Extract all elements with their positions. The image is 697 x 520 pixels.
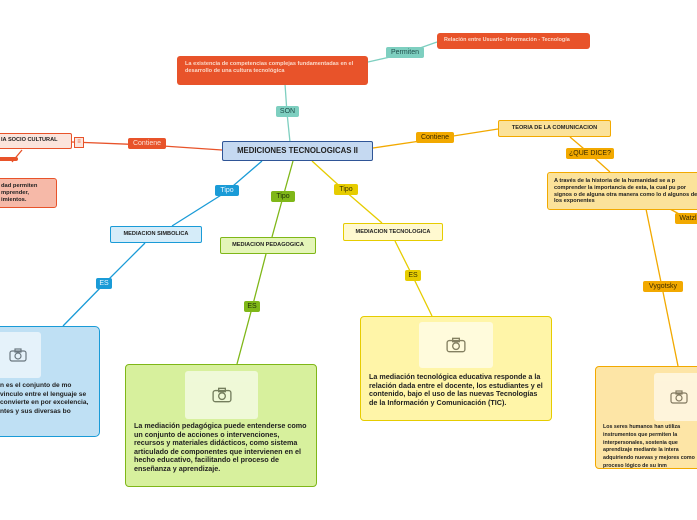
collapse-icon[interactable]: ≡: [74, 137, 84, 148]
es-tecnologica-label[interactable]: ES: [405, 270, 421, 281]
camera-icon: [8, 348, 27, 362]
vygotsky-label[interactable]: Vygotsky: [643, 281, 683, 292]
tipo-simbolica-label[interactable]: Tipo: [215, 185, 239, 196]
left-text-node[interactable]: dad permiten mprender, imientos.: [0, 178, 57, 208]
competencias-node[interactable]: La existencia de competencias complejas …: [177, 56, 368, 85]
son-label[interactable]: SON: [276, 106, 299, 117]
pedagogica-image: [185, 371, 258, 419]
mediacion-pedagogica-node[interactable]: MEDIACION PEDAGOGICA: [220, 237, 316, 254]
contiene-left-label[interactable]: Contiene: [128, 138, 166, 149]
permiten-label[interactable]: Permiten: [386, 47, 424, 58]
pedagogica-text: La mediación pedagógica puede entenderse…: [134, 421, 307, 473]
que-dice-label[interactable]: ¿QUE DICE?: [566, 148, 614, 159]
es-simbolica-label[interactable]: ES: [96, 278, 112, 289]
tecnologica-text: La mediación tecnológica educativa respo…: [369, 372, 543, 407]
watz-label[interactable]: Watzl: [675, 213, 697, 224]
es-pedagogica-label[interactable]: ES: [244, 301, 260, 312]
central-topic[interactable]: MEDICIONES TECNOLOGICAS II: [222, 141, 373, 161]
relacion-node[interactable]: Relación entre Usuario- Información - Te…: [437, 33, 590, 49]
teoria-text-node[interactable]: A través de la historia de la humanidad …: [547, 172, 697, 210]
contiene-right-label[interactable]: Contiene: [416, 132, 454, 143]
mediacion-simbolica-node[interactable]: MEDIACION SIMBOLICA: [110, 226, 202, 243]
tipo-pedagogica-label[interactable]: Tipo: [271, 191, 295, 202]
camera-icon: [670, 390, 688, 404]
simbolica-text: n es el conjunto de mo vinculo entre el …: [0, 382, 89, 415]
teoria-node[interactable]: TEORIA DE LA COMUNICACION: [498, 120, 611, 137]
dice-left-label[interactable]: [0, 157, 18, 161]
simbolica-image: [0, 332, 41, 378]
vygotsky-image: [654, 373, 697, 421]
tipo-tecnologica-label[interactable]: Tipo: [334, 184, 358, 195]
socio-cultural-node[interactable]: IA SOCIO CULTURAL: [0, 133, 72, 149]
tecnologica-image: [419, 322, 493, 368]
mediacion-tecnologica-node[interactable]: MEDIACION TECNOLOGICA: [343, 223, 443, 241]
camera-icon: [211, 387, 232, 403]
vygotsky-text: Los seres humanos han utiliza instrument…: [603, 424, 695, 469]
camera-icon: [446, 337, 466, 353]
